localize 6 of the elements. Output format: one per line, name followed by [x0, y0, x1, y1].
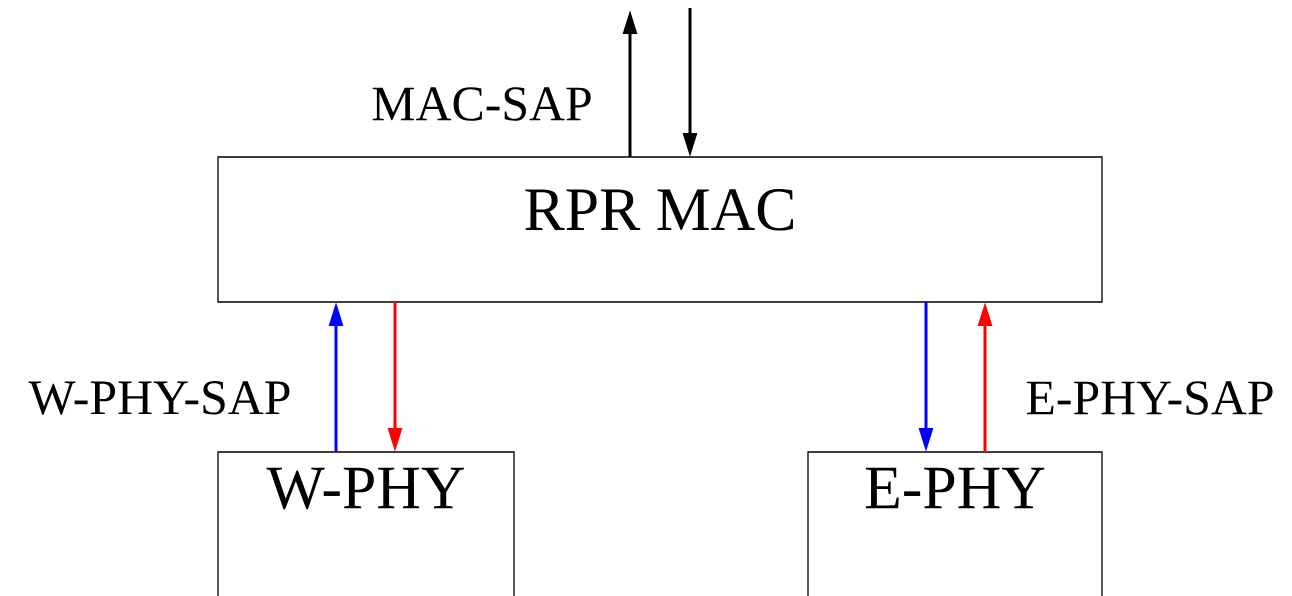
interface-label: E-PHY-SAP	[1026, 381, 1273, 415]
block-box: W-PHY	[217, 451, 515, 596]
block-box: RPR MAC	[217, 156, 1103, 303]
interface-label: W-PHY-SAP	[28, 381, 290, 415]
block-box: E-PHY	[807, 451, 1103, 596]
interface-label: MAC-SAP	[372, 87, 591, 121]
